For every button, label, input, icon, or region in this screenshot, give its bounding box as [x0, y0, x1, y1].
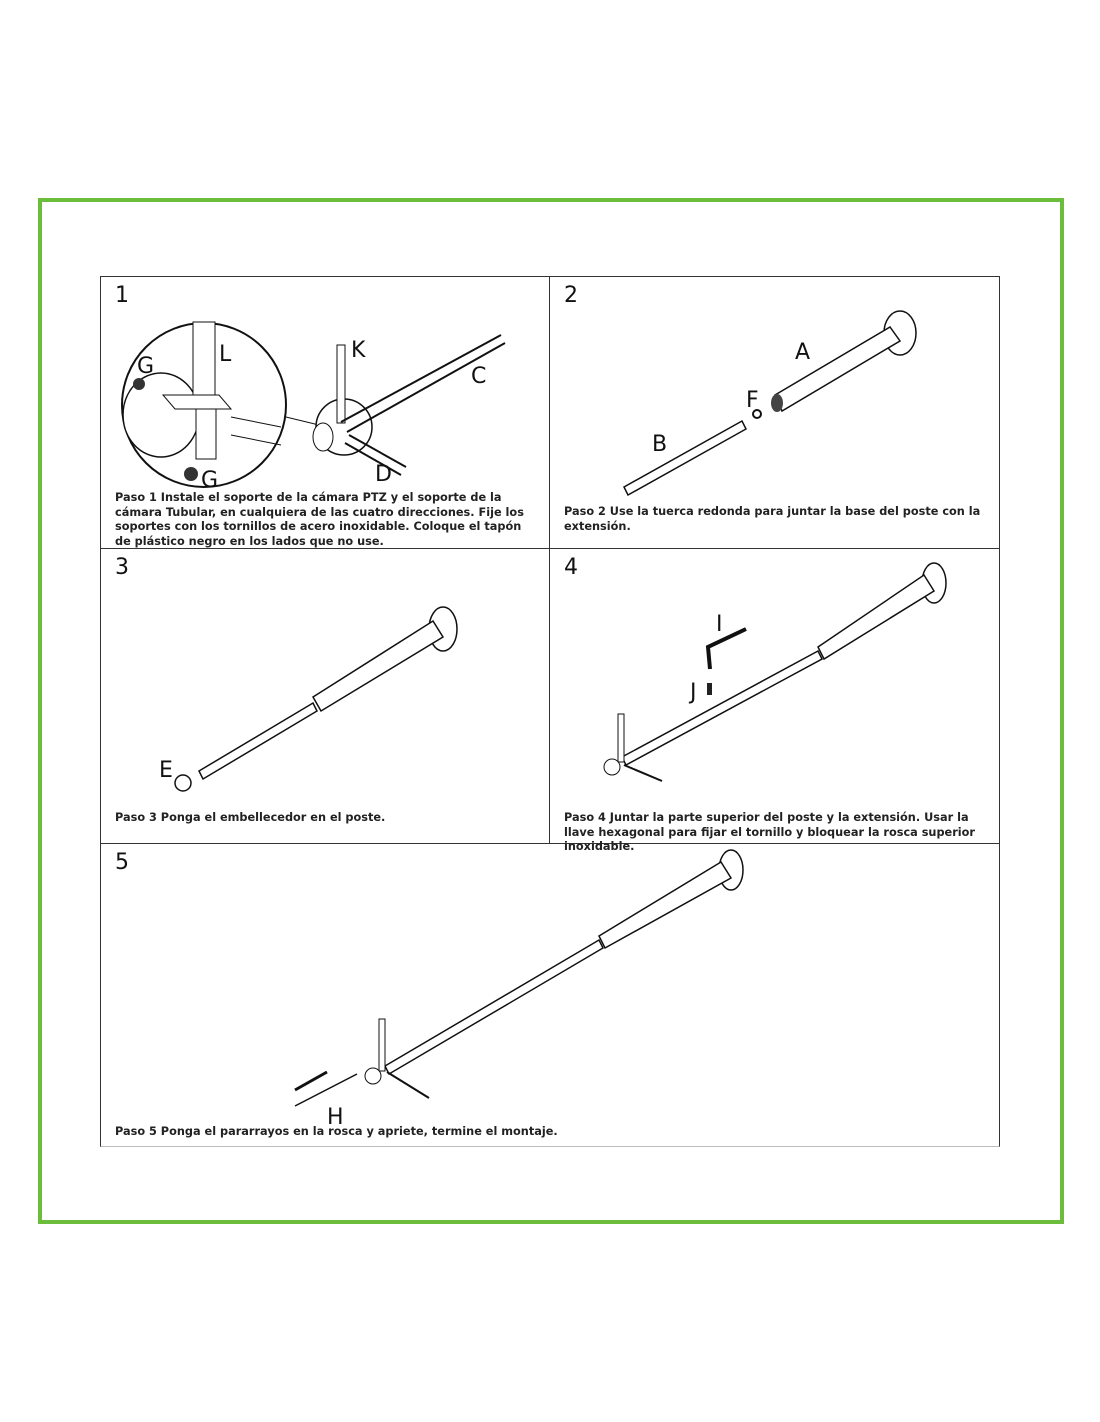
step-number: 1: [115, 283, 129, 308]
step-caption: Paso 2 Use la tuerca redonda para juntar…: [564, 505, 981, 533]
step-4-diagram: I J: [603, 562, 947, 782]
step-number: 2: [564, 283, 578, 308]
step-5-panel: 5 H Paso 5 Ponga el pararrayos en la ros…: [101, 844, 999, 1146]
step-4-panel: 4 I J Paso 4 Juntar la parte superior de…: [550, 549, 999, 853]
step-number: 3: [115, 555, 129, 580]
part-label-g: G: [137, 354, 154, 379]
part-label-e: E: [159, 758, 173, 783]
step-caption: Paso 4 Juntar la parte superior del post…: [564, 811, 975, 853]
part-label-l: L: [219, 342, 232, 367]
part-label-f: F: [746, 388, 759, 413]
step-1-panel: 1 G L K C G D Paso 1 Instale el: [101, 277, 550, 549]
part-label-d: D: [375, 462, 392, 487]
part-label-c: C: [471, 364, 486, 389]
part-label-j: J: [688, 680, 697, 705]
part-label-g: G: [201, 468, 218, 493]
step-3-diagram: E: [159, 606, 458, 792]
step-caption: Paso 5 Ponga el pararrayos en la rosca y…: [115, 1125, 558, 1138]
part-label-a: A: [795, 340, 810, 365]
instructions-grid: 1 G L K C G D Paso 1 Instale el: [100, 276, 1000, 1147]
step-number: 5: [115, 850, 129, 875]
part-label-b: B: [652, 432, 667, 457]
part-label-k: K: [351, 338, 366, 363]
green-frame: [38, 198, 1064, 1224]
step-2-diagram: A F B: [623, 310, 917, 497]
step-5-diagram: H: [294, 849, 744, 1130]
step-caption: Paso 1 Instale el soporte de la cámara P…: [115, 491, 524, 548]
part-label-i: I: [716, 612, 723, 637]
step-number: 4: [564, 555, 578, 580]
part-label-h: H: [327, 1105, 344, 1130]
step-caption: Paso 3 Ponga el embellecedor en el poste…: [115, 811, 386, 824]
step-1-diagram: G L K C G D: [121, 321, 506, 493]
step-2-panel: 2 A F B Paso 2 Use la tuerca redonda par…: [550, 277, 999, 549]
step-3-panel: 3 E Paso 3 Ponga el embellecedor en el p…: [101, 549, 550, 844]
